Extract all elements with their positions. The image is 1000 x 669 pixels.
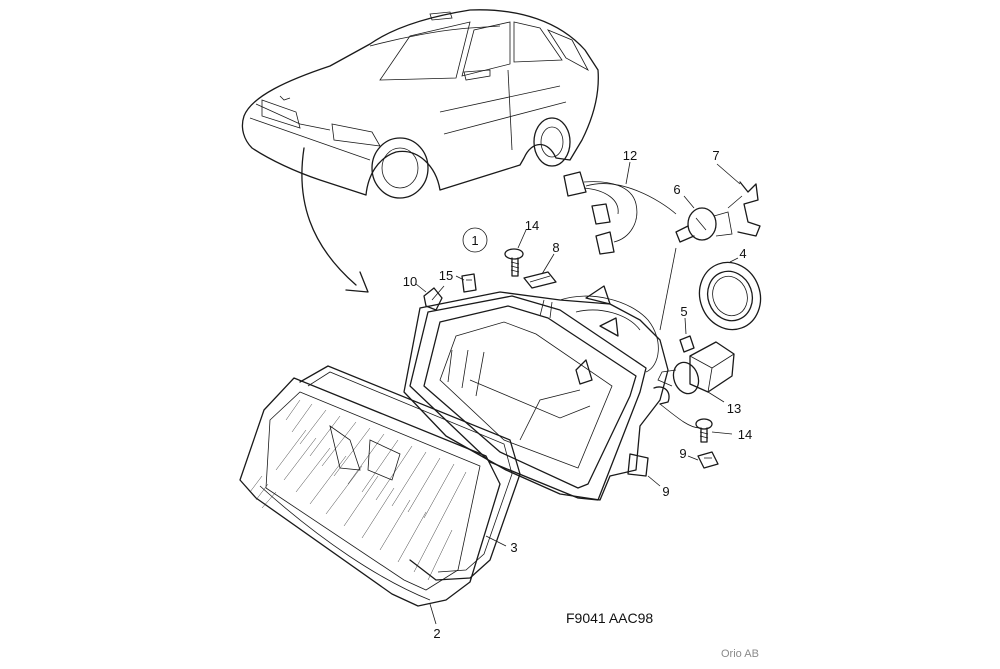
callout-8: 8: [552, 240, 559, 255]
spring-clip-part: [523, 271, 557, 289]
callout-9-right: 9: [679, 446, 686, 461]
drawing-code: F9041 AAC98: [566, 610, 653, 626]
callout-15: 15: [439, 268, 453, 283]
callout-10: 10: [403, 274, 417, 289]
callout-12: 12: [623, 148, 637, 163]
callout-6: 6: [673, 182, 680, 197]
callouts: 1 2 3 4 5 6 7 8 9 9 10 12: [403, 148, 752, 641]
callout-5: 5: [680, 304, 687, 319]
screw-part-upper: [504, 248, 524, 277]
wiring-harness: [563, 171, 677, 255]
headlamp-housing: [403, 285, 670, 501]
callout-4: 4: [739, 246, 746, 261]
clip-nut-part: [461, 273, 477, 293]
callout-13: 13: [727, 401, 741, 416]
callout-14-upper: 14: [525, 218, 539, 233]
callout-9-bottom: 9: [662, 484, 669, 499]
clip-part: [423, 285, 445, 311]
car-illustration: [241, 9, 599, 199]
screw-part-lower: [695, 418, 713, 443]
headlamp-bulb: [675, 207, 733, 243]
pointer-arrow: [301, 147, 369, 293]
callout-3: 3: [510, 540, 517, 555]
callout-14-lower: 14: [738, 427, 752, 442]
rubber-cover: [698, 261, 762, 331]
parking-bulb: [679, 335, 695, 353]
adjuster-motor: [657, 341, 735, 395]
callout-1: 1: [471, 233, 478, 248]
callout-2: 2: [433, 626, 440, 641]
gasket: [299, 365, 521, 581]
callout-7: 7: [712, 148, 719, 163]
headlamp-lens: [239, 377, 501, 607]
retaining-spring: [727, 181, 761, 237]
credit-text: Orio AB: [721, 648, 759, 660]
spire-nut-right: [697, 451, 719, 469]
